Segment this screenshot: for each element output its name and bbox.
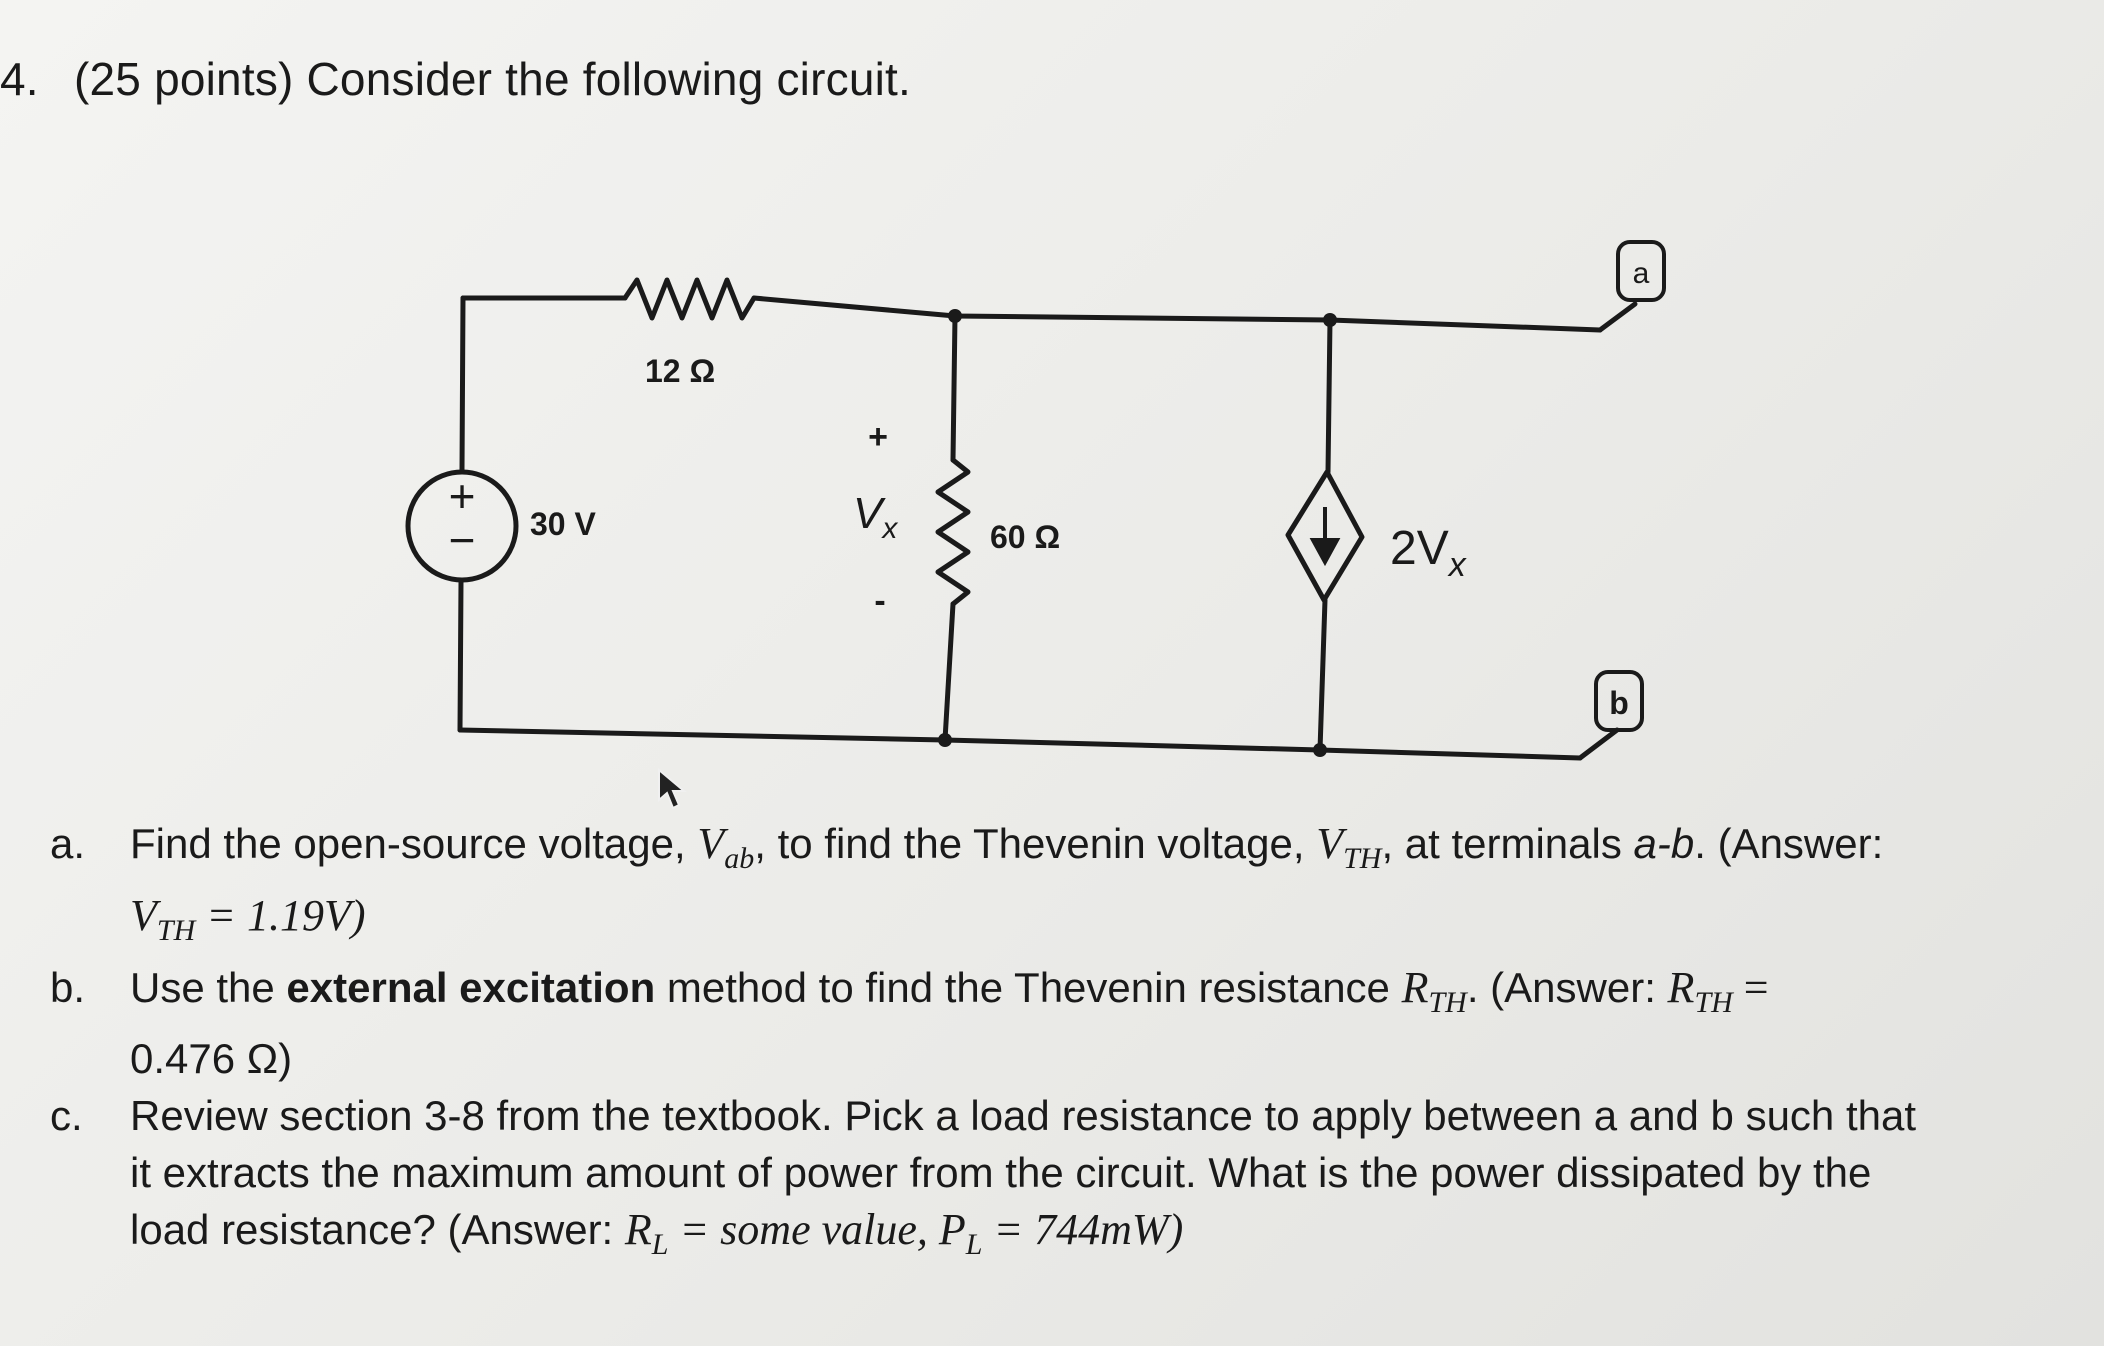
part-text: method to find the Thevenin resistance xyxy=(655,963,1402,1011)
terminal-b-label: b xyxy=(1609,685,1629,721)
wire-top-right xyxy=(751,295,1603,333)
question-heading: 4. (25 points) Consider the following cir… xyxy=(0,52,911,106)
voltage-source-circle xyxy=(405,469,519,583)
math-answer-vth: VTH = 1.19V) xyxy=(130,890,366,947)
part-text: , to find the Thevenin voltage, xyxy=(754,820,1317,867)
resistor-60-ohm xyxy=(935,457,971,607)
resistor-12-label: 12 Ω xyxy=(645,353,715,389)
wire-right-lower xyxy=(1317,597,1328,753)
terminal-a-label: a xyxy=(1633,257,1650,290)
question-parts: a. Find the open-source voltage, Vab, to… xyxy=(50,815,2010,1273)
terminal-a-lead xyxy=(1597,301,1638,333)
terminal-a-box xyxy=(1616,240,1666,302)
part-b: b. Use the external excitation method to… xyxy=(50,959,2010,1088)
dependent-source-label: 2Vx xyxy=(1390,522,1467,584)
source-plus: + xyxy=(449,470,476,522)
math-vab: Vab xyxy=(697,819,755,875)
mouse-cursor-icon xyxy=(658,768,687,810)
vx-plus: + xyxy=(868,418,888,456)
wire-bottom xyxy=(457,727,1583,761)
part-text: load resistance? (Answer: xyxy=(130,1206,625,1254)
dependent-source-diamond xyxy=(1285,469,1365,603)
part-text: Review section 3-8 from the textbook. Pi… xyxy=(130,1092,1917,1140)
math-answer-rl-pl: RL = some value, PL = 744mW) xyxy=(624,1205,1184,1262)
part-text: Find the open-source voltage, xyxy=(130,820,698,867)
wire-mid-upper xyxy=(950,313,958,463)
wire-mid-lower xyxy=(942,601,956,743)
down-arrow-icon xyxy=(1309,538,1341,567)
wire-left-upper xyxy=(459,295,466,473)
part-text: , at terminals xyxy=(1381,820,1634,867)
wire-left-lower xyxy=(457,579,464,733)
math-rth: RTH xyxy=(1401,962,1467,1019)
question-title: (25 points) Consider the following circu… xyxy=(74,53,911,105)
source-voltage-label: 30 V xyxy=(530,506,596,542)
math-answer-rth: RTH = xyxy=(1667,962,1769,1019)
source-minus: − xyxy=(449,514,476,566)
part-text: . (Answer: xyxy=(1694,820,1884,867)
math-vth: VTH xyxy=(1316,819,1382,875)
terminal-b-box xyxy=(1594,670,1644,732)
answer-rth-value: 0.476 Ω) xyxy=(130,1035,293,1083)
wire-right-upper xyxy=(1325,317,1333,475)
part-label: a. xyxy=(50,820,86,867)
resistor-60-label: 60 Ω xyxy=(990,519,1060,555)
part-label: b. xyxy=(50,963,86,1011)
part-text: it extracts the maximum amount of power … xyxy=(130,1149,1872,1197)
circuit-diagram: a b + − 30 V 12 Ω + Vx - 60 Ω 2Vx xyxy=(405,240,1666,761)
part-c: c. Review section 3-8 from the textbook.… xyxy=(50,1087,2010,1273)
emphasis-text: external excitation xyxy=(286,963,656,1011)
vx-label: Vx xyxy=(853,489,898,545)
part-text: . (Answer: xyxy=(1466,963,1668,1011)
question-number: 4. xyxy=(0,53,39,105)
part-a: a. Find the open-source voltage, Vab, to… xyxy=(50,815,2010,959)
part-text: Use the xyxy=(130,963,287,1011)
resistor-12-ohm xyxy=(622,277,757,321)
terminal-b-lead xyxy=(1577,727,1620,761)
terminals-text: a-b xyxy=(1633,820,1695,867)
vx-minus: - xyxy=(874,582,885,620)
part-label: c. xyxy=(50,1092,83,1140)
